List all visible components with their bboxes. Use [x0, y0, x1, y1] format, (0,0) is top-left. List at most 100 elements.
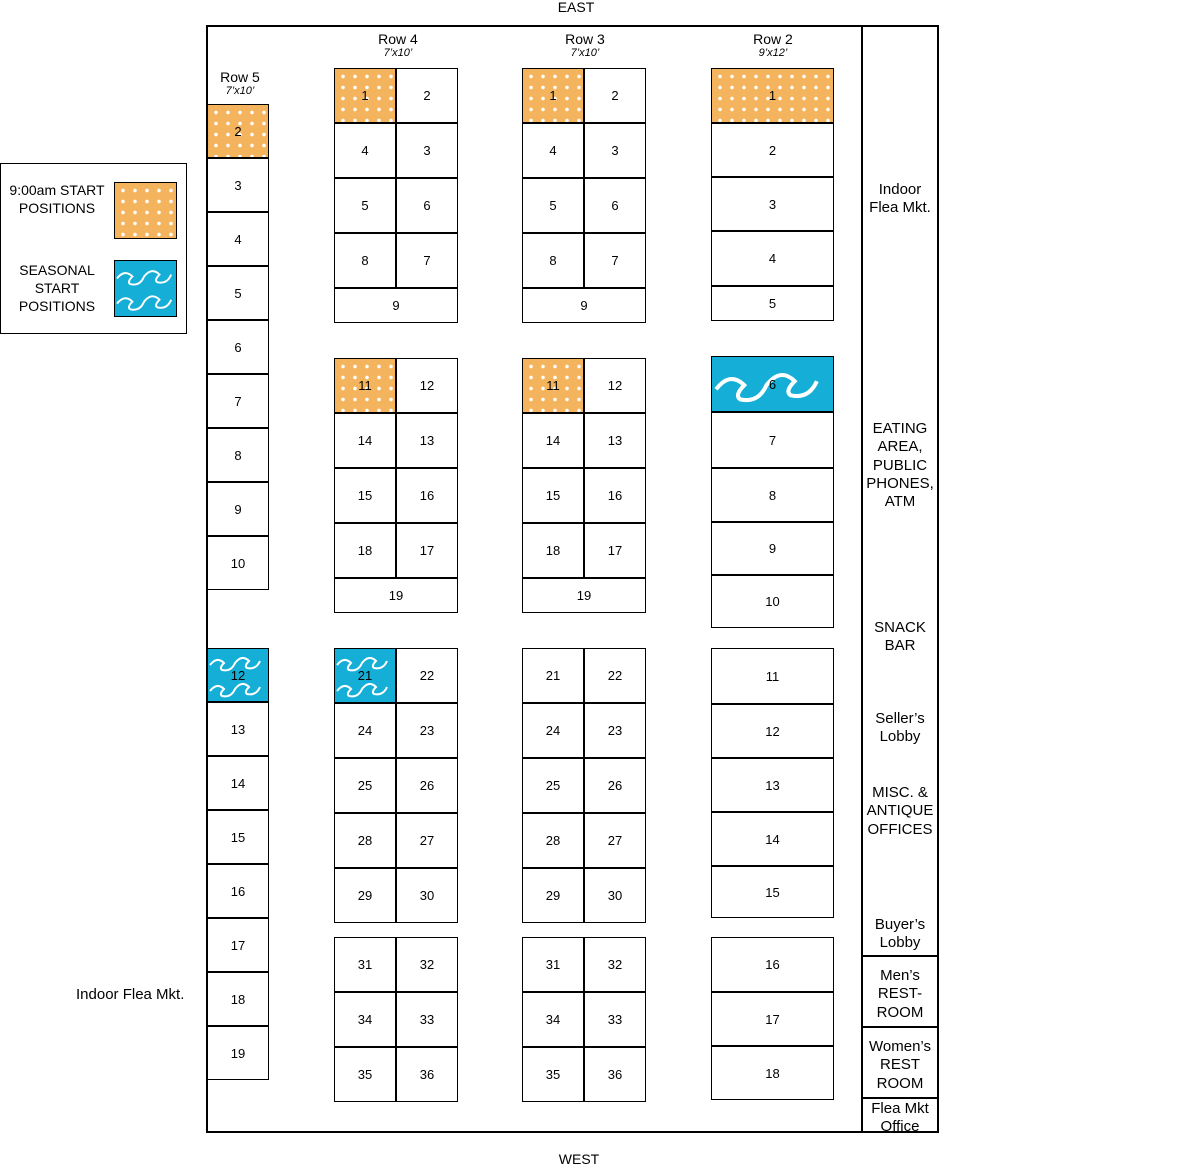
row4-stall-11[interactable]: 11	[334, 358, 396, 413]
row2-stall-7[interactable]: 7	[711, 412, 834, 468]
row3-stall-2[interactable]: 2	[584, 68, 646, 123]
row3-stall-11[interactable]: 11	[522, 358, 584, 413]
row4-stall-23[interactable]: 23	[396, 703, 458, 758]
row5-stall-18[interactable]: 18	[207, 972, 269, 1026]
row5-stall-10[interactable]: 10	[207, 536, 269, 590]
row3-stall-31[interactable]: 31	[522, 937, 584, 992]
row3-stall-6[interactable]: 6	[584, 178, 646, 233]
row2-stall-1[interactable]: 1	[711, 68, 834, 123]
row5-stall-6[interactable]: 6	[207, 320, 269, 374]
row4-stall-5[interactable]: 5	[334, 178, 396, 233]
row3-stall-25[interactable]: 25	[522, 758, 584, 813]
row4-stall-22[interactable]: 22	[396, 648, 458, 703]
row3-stall-27[interactable]: 27	[584, 813, 646, 868]
row5-stall-5[interactable]: 5	[207, 266, 269, 320]
row3-stall-21[interactable]: 21	[522, 648, 584, 703]
row4-stall-16[interactable]: 16	[396, 468, 458, 523]
row2-stall-16[interactable]: 16	[711, 937, 834, 992]
row4-stall-32[interactable]: 32	[396, 937, 458, 992]
row4-stall-6[interactable]: 6	[396, 178, 458, 233]
row3-stall-8[interactable]: 8	[522, 233, 584, 288]
row4-stall-21[interactable]: 21	[334, 648, 396, 703]
row3-stall-17[interactable]: 17	[584, 523, 646, 578]
row4-stall-13[interactable]: 13	[396, 413, 458, 468]
row4-stall-9[interactable]: 9	[334, 288, 458, 323]
row2-stall-4[interactable]: 4	[711, 231, 834, 286]
row5-stall-12[interactable]: 12	[207, 648, 269, 702]
row5-stall-9[interactable]: 9	[207, 482, 269, 536]
row4-stall-8[interactable]: 8	[334, 233, 396, 288]
row4-stall-35[interactable]: 35	[334, 1047, 396, 1102]
row3-stall-22[interactable]: 22	[584, 648, 646, 703]
row3-stall-32[interactable]: 32	[584, 937, 646, 992]
row2-stall-11[interactable]: 11	[711, 648, 834, 704]
row3-stall-16[interactable]: 16	[584, 468, 646, 523]
row3-stall-26[interactable]: 26	[584, 758, 646, 813]
row3-stall-15[interactable]: 15	[522, 468, 584, 523]
row3-stall-12[interactable]: 12	[584, 358, 646, 413]
row2-stall-14[interactable]: 14	[711, 812, 834, 866]
row5-stall-14[interactable]: 14	[207, 756, 269, 810]
row3-stall-23[interactable]: 23	[584, 703, 646, 758]
row4-stall-29[interactable]: 29	[334, 868, 396, 923]
row3-stall-7[interactable]: 7	[584, 233, 646, 288]
row4-stall-24[interactable]: 24	[334, 703, 396, 758]
row4-stall-36[interactable]: 36	[396, 1047, 458, 1102]
row3-stall-24[interactable]: 24	[522, 703, 584, 758]
row4-stall-19[interactable]: 19	[334, 578, 458, 613]
row2-stall-6[interactable]: 6	[711, 356, 834, 455]
row4-stall-12[interactable]: 12	[396, 358, 458, 413]
row5-stall-3[interactable]: 3	[207, 158, 269, 212]
row2-stall-12[interactable]: 12	[711, 704, 834, 758]
row4-stall-30[interactable]: 30	[396, 868, 458, 923]
row3-stall-33[interactable]: 33	[584, 992, 646, 1047]
row4-stall-15[interactable]: 15	[334, 468, 396, 523]
row5-stall-19[interactable]: 19	[207, 1026, 269, 1080]
row4-stall-14[interactable]: 14	[334, 413, 396, 468]
row4-stall-3[interactable]: 3	[396, 123, 458, 178]
row2-stall-5[interactable]: 5	[711, 286, 834, 321]
row2-stall-13[interactable]: 13	[711, 758, 834, 812]
row3-stall-36[interactable]: 36	[584, 1047, 646, 1102]
row3-stall-30[interactable]: 30	[584, 868, 646, 923]
row3-stall-29[interactable]: 29	[522, 868, 584, 923]
row3-stall-14[interactable]: 14	[522, 413, 584, 468]
row4-stall-31[interactable]: 31	[334, 937, 396, 992]
row4-stall-33[interactable]: 33	[396, 992, 458, 1047]
row5-stall-17[interactable]: 17	[207, 918, 269, 972]
row3-stall-4[interactable]: 4	[522, 123, 584, 178]
row2-stall-17[interactable]: 17	[711, 992, 834, 1046]
row2-stall-18[interactable]: 18	[711, 1046, 834, 1100]
row4-stall-17[interactable]: 17	[396, 523, 458, 578]
row4-stall-18[interactable]: 18	[334, 523, 396, 578]
row4-stall-2[interactable]: 2	[396, 68, 458, 123]
row3-stall-35[interactable]: 35	[522, 1047, 584, 1102]
row3-stall-18[interactable]: 18	[522, 523, 584, 578]
row2-stall-8[interactable]: 8	[711, 468, 834, 522]
row5-stall-16[interactable]: 16	[207, 864, 269, 918]
row4-stall-28[interactable]: 28	[334, 813, 396, 868]
row2-stall-9[interactable]: 9	[711, 522, 834, 575]
row4-stall-1[interactable]: 1	[334, 68, 396, 123]
row5-stall-7[interactable]: 7	[207, 374, 269, 428]
row3-stall-34[interactable]: 34	[522, 992, 584, 1047]
row3-stall-13[interactable]: 13	[584, 413, 646, 468]
row2-stall-15[interactable]: 15	[711, 866, 834, 918]
row5-stall-13[interactable]: 13	[207, 702, 269, 756]
row4-stall-34[interactable]: 34	[334, 992, 396, 1047]
row2-stall-2[interactable]: 2	[711, 123, 834, 177]
row3-stall-9[interactable]: 9	[522, 288, 646, 323]
row4-stall-27[interactable]: 27	[396, 813, 458, 868]
row3-stall-28[interactable]: 28	[522, 813, 584, 868]
row3-stall-3[interactable]: 3	[584, 123, 646, 178]
row4-stall-26[interactable]: 26	[396, 758, 458, 813]
row3-stall-19[interactable]: 19	[522, 578, 646, 613]
row3-stall-1[interactable]: 1	[522, 68, 584, 123]
row5-stall-8[interactable]: 8	[207, 428, 269, 482]
row2-stall-3[interactable]: 3	[711, 177, 834, 231]
row4-stall-25[interactable]: 25	[334, 758, 396, 813]
row4-stall-4[interactable]: 4	[334, 123, 396, 178]
row2-stall-10[interactable]: 10	[711, 575, 834, 628]
row4-stall-7[interactable]: 7	[396, 233, 458, 288]
row5-stall-4[interactable]: 4	[207, 212, 269, 266]
